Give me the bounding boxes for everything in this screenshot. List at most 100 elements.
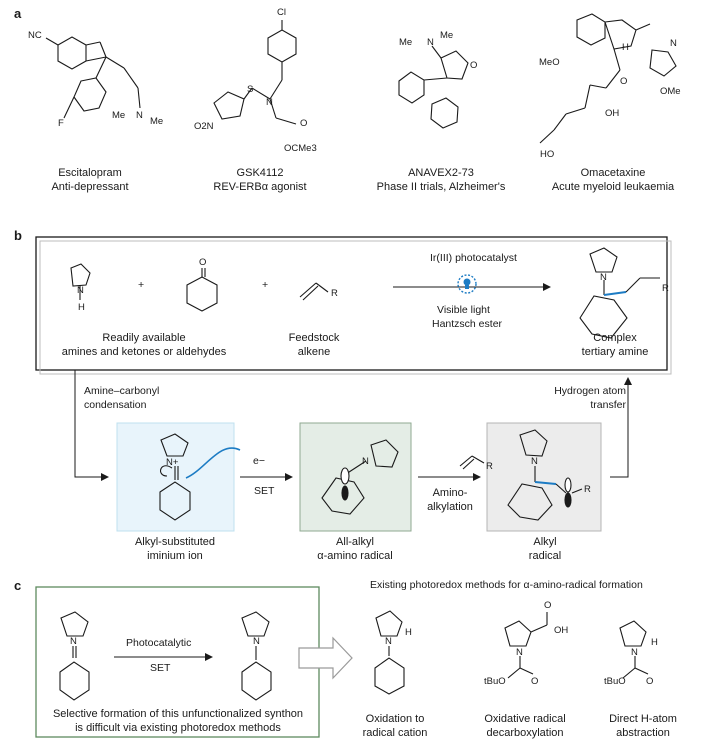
drug-desc: Anti-depressant (51, 181, 129, 193)
conditions-hantzsch: Hantzsch ester (432, 318, 503, 330)
atom-o-m3: O (646, 676, 654, 687)
drug-desc: Phase II trials, Alzheimer's (376, 181, 506, 193)
atom-n-plus: N+ (166, 457, 179, 468)
photocatalytic-set-label: SET (150, 662, 171, 674)
atom-h-m3: H (651, 637, 658, 648)
panel-b-label: b (14, 228, 22, 243)
atom-meo: MeO (539, 57, 560, 68)
pyrrolidine-structure (70, 263, 91, 300)
panel-b-box (35, 236, 668, 371)
product-line-1: Complex (593, 332, 637, 344)
alkyl-radical-box (486, 422, 602, 532)
condensation-line-2: condensation (84, 399, 147, 411)
drug-3-caption: ANAVEX2-73 Phase II trials, Alzheimer's (366, 166, 516, 194)
atom-r-alkene2: R (486, 461, 493, 472)
drug-name: Omacetaxine (580, 167, 646, 179)
atom-ho: HO (540, 149, 555, 160)
alkyl-radical-line-1: Alkyl (533, 536, 557, 548)
amino-radical-structure (321, 439, 399, 515)
atom-h-m1: H (405, 627, 412, 638)
atom-cl: Cl (277, 7, 286, 18)
iminium-caption: Alkyl-substituted iminium ion (110, 535, 240, 563)
atom-f: F (58, 118, 64, 129)
atom-n-m2: N (516, 647, 523, 658)
alkene-structure (299, 282, 329, 301)
plus-1: + (138, 279, 145, 291)
amino-radical-line-2: α-amino radical (317, 550, 393, 562)
atom-n-b: N (77, 285, 84, 296)
atom-n-4: N (670, 38, 677, 49)
note-line-1: Selective formation of this unfunctional… (52, 708, 304, 720)
atom-o-4: O (620, 76, 628, 87)
amino-line-1: Amino- (432, 487, 468, 499)
escitalopram-structure (45, 36, 141, 119)
note-line-2: is difficult via existing photoredox met… (75, 722, 281, 734)
drug-1-caption: Escitalopram Anti-depressant (40, 166, 140, 194)
atom-me-1: Me (112, 110, 126, 121)
drug-2-caption: GSK4112 REV-ERBα agonist (205, 166, 315, 194)
iminium-line-1: Alkyl-substituted (134, 536, 216, 548)
panel-b-box-shadow (39, 240, 672, 375)
atom-n-m3: N (631, 647, 638, 658)
method-2-caption: Oxidative radical decarboxylation (470, 712, 580, 740)
method1-structure (374, 610, 405, 695)
reagents-line-1: Readily available (102, 332, 186, 344)
anavex-structure (398, 45, 469, 129)
atom-n-c1: N (70, 636, 77, 647)
alkyl-radical-structure (459, 429, 583, 521)
hat-arrow (610, 377, 632, 478)
drug-desc: Acute myeloid leukaemia (551, 181, 675, 193)
product-caption: Complex tertiary amine (570, 331, 660, 359)
atom-me-2: Me (150, 116, 164, 127)
atom-n-1: N (136, 110, 143, 121)
atom-r-b: R (331, 288, 338, 299)
atom-o2n: O2N (194, 121, 214, 132)
method-3-caption: Direct H-atom abstraction (598, 712, 688, 740)
atom-ocme3: OCMe3 (284, 143, 317, 154)
atom-o-m2b: O (531, 676, 539, 687)
atom-r-alkyl: R (584, 484, 591, 495)
amino-radical-box (299, 422, 412, 532)
method-3-line-2: abstraction (616, 727, 670, 739)
product-line-2: tertiary amine (581, 346, 649, 358)
atom-n-2: N (266, 97, 273, 108)
atom-n-3: N (427, 37, 434, 48)
atom-r-prod: R (662, 283, 669, 294)
atom-h: H (622, 42, 629, 53)
atom-oh-m2: OH (554, 625, 569, 636)
alkene-line-1: Feedstock (288, 332, 340, 344)
panel-c-note: Selective formation of this unfunctional… (38, 707, 318, 735)
condensation-line-1: Amine–carbonyl (84, 385, 160, 397)
photocatalytic-label: Photocatalytic (126, 637, 192, 649)
atom-s: S (247, 84, 254, 95)
alkene-line-2: alkene (297, 346, 331, 358)
plus-2: + (262, 279, 269, 291)
atom-oh: OH (605, 108, 620, 119)
atom-tbuo-m3: tBuO (604, 676, 626, 687)
aminoalkylation-label: Amino- alkylation (419, 486, 481, 514)
condensation-label: Amine–carbonyl condensation (84, 384, 159, 412)
atom-n-alkyl: N (531, 456, 538, 467)
amino-line-2: alkylation (427, 501, 473, 513)
atom-o-m2a: O (544, 600, 552, 611)
set-label: SET (254, 485, 275, 497)
method-1-line-2: radical cation (362, 727, 428, 739)
alkyl-radical-caption: Alkyl radical (500, 535, 590, 563)
product-amine-structure (579, 247, 660, 339)
amino-radical-line-1: All-alkyl (336, 536, 374, 548)
drug-desc: REV-ERBα agonist (213, 181, 307, 193)
conditions-light: Visible light (437, 304, 490, 316)
drug-name: GSK4112 (236, 167, 284, 179)
reagents-caption: Readily available amines and ketones or … (44, 331, 244, 359)
drug-name: ANAVEX2-73 (408, 167, 474, 179)
omacetaxine-structure (539, 13, 677, 144)
iminium-line-2: iminium ion (147, 550, 203, 562)
drug-name: Escitalopram (58, 167, 122, 179)
atom-n-c2: N (253, 636, 260, 647)
alkyl-radical-line-2: radical (528, 550, 562, 562)
method2-structure (504, 612, 548, 679)
condensation-arrow (74, 370, 109, 481)
atom-ome: OMe (660, 86, 681, 97)
reagents-line-2: amines and ketones or aldehydes (61, 346, 227, 358)
